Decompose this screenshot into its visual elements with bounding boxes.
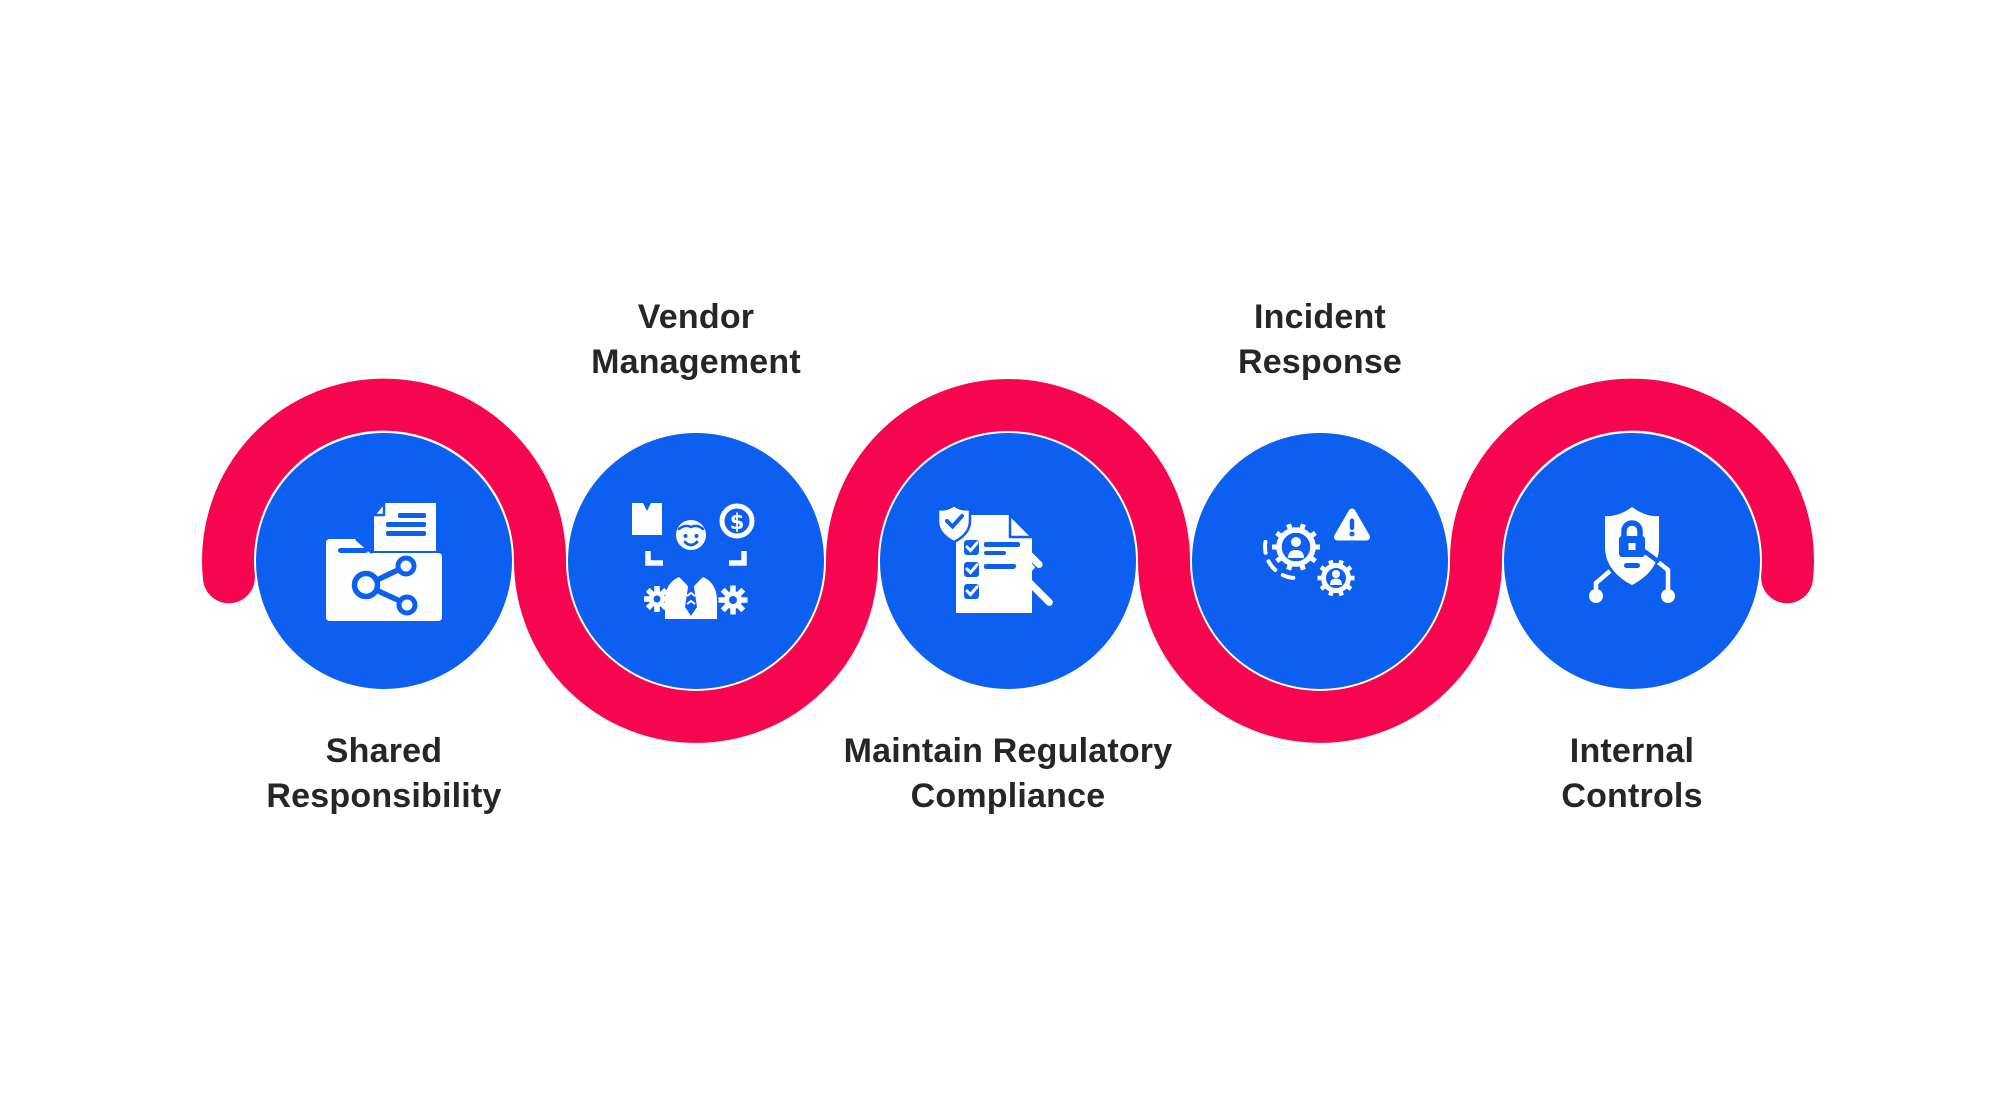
step-circle-shared-responsibility (256, 433, 512, 689)
label-line: Management (591, 343, 801, 381)
step-circle-maintain-regulatory-compliance (880, 433, 1136, 689)
step-circle-internal-controls (1504, 433, 1760, 689)
step-label-vendor-management: Vendor Management (436, 295, 956, 385)
ribbon-wave (202, 378, 1814, 743)
frame-bracket-right (729, 551, 747, 566)
gear-icon-large (1272, 523, 1320, 571)
step-label-internal-controls: Internal Controls (1372, 729, 1892, 819)
label-line: Internal (1569, 732, 1695, 770)
padlock-icon (1621, 520, 1643, 536)
gear-icon-small (1317, 559, 1355, 597)
package-box-icon (632, 503, 662, 535)
person-icon (1291, 537, 1301, 547)
label-line: Maintain Regulatory (843, 732, 1173, 770)
step-circle-incident-response (1192, 433, 1448, 689)
circuit-node-left (1589, 589, 1603, 603)
shield-padlock-circuit-icon (1589, 507, 1675, 603)
vendor-person-package-dollar-gears-icon: $ (632, 503, 755, 619)
step-circle (1192, 433, 1448, 689)
label-line: Response (1237, 343, 1403, 381)
label-line: Vendor (637, 298, 755, 336)
step-label-shared-responsibility: Shared Responsibility (124, 729, 644, 819)
folder-document-share-icon (326, 501, 442, 621)
step-circle-vendor-management: $ (568, 433, 824, 689)
gavel-icon (997, 550, 1053, 606)
label-line: Incident (1254, 298, 1386, 336)
label-line: Compliance (910, 777, 1106, 815)
step-label-incident-response: Incident Response (1060, 295, 1580, 385)
dollar-coin-icon (719, 503, 755, 539)
circuit-node-right (1661, 589, 1675, 603)
dollar-glyph: $ (730, 510, 745, 534)
step-circle (568, 433, 824, 689)
label-line: Shared (325, 732, 443, 770)
dashed-arc (1263, 534, 1296, 580)
people-gears-alert-icon (1263, 508, 1370, 597)
label-line: Responsibility (266, 777, 502, 815)
step-label-maintain-regulatory-compliance: Maintain Regulatory Compliance (748, 729, 1268, 819)
checklist-shield-gavel-icon (936, 503, 1053, 613)
label-line: Controls (1561, 777, 1703, 815)
frame-bracket-left (645, 551, 663, 566)
person-icon (1332, 570, 1340, 578)
